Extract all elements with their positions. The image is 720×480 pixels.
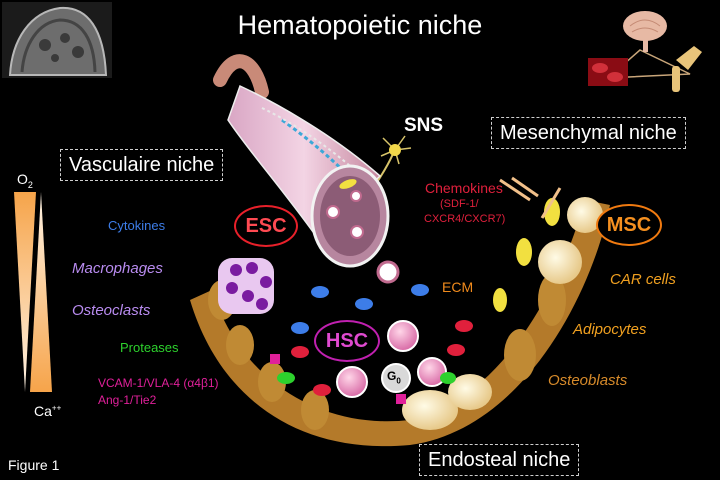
chemokines-label: Chemokines [425, 180, 503, 196]
figure-caption: Figure 1 [8, 457, 60, 473]
vcam-vla4-label: VCAM-1/VLA-4 (α4β1) [98, 376, 219, 390]
quiescent-hsc [381, 363, 411, 393]
msc-cell-label: MSC [596, 204, 662, 246]
bone-section-thumbnail [2, 2, 112, 78]
adipocytes-label: Adipocytes [573, 321, 647, 338]
g0-label: G0 [387, 369, 401, 386]
osteoblasts-label: Osteoblasts [548, 372, 628, 389]
vascular-niche-label: Vasculaire niche [60, 149, 224, 181]
signaling-factors [270, 284, 473, 404]
calcium-label: Ca++ [34, 403, 62, 419]
hsc-cells [336, 320, 447, 398]
cytokines-label: Cytokines [108, 218, 166, 233]
chemokines-detail-line2: CXCR4/CXCR7) [424, 213, 506, 225]
oxygen-label: O2 [17, 171, 33, 190]
car-cells-label: CAR cells [610, 271, 676, 288]
calcium-gradient-wedge [30, 192, 52, 392]
oxygen-gradient-wedge [14, 192, 36, 392]
endosteal-niche-label: Endosteal niche [419, 444, 580, 476]
ecm-label: ECM [442, 279, 474, 295]
proteases-label: Proteases [120, 340, 179, 355]
sns-label: SNS [404, 115, 444, 136]
hsc-cell-label: HSC [314, 320, 380, 362]
brain-blood-bone-thumbnail [582, 0, 720, 100]
osteoclasts-label: Osteoclasts [72, 302, 151, 319]
diagram-title: Hematopoietic niche [237, 10, 483, 40]
ang1-tie2-label: Ang-1/Tie2 [98, 393, 157, 407]
nerve-cell-body [389, 144, 401, 156]
osteoclast-cluster [218, 258, 274, 314]
blood-vessel [213, 54, 400, 284]
mesenchymal-niche-label: Mesenchymal niche [491, 117, 686, 149]
esc-cell-label: ESC [234, 205, 298, 247]
chemokines-detail-line1: (SDF-1/ [440, 198, 479, 210]
macrophages-label: Macrophages [72, 260, 163, 277]
